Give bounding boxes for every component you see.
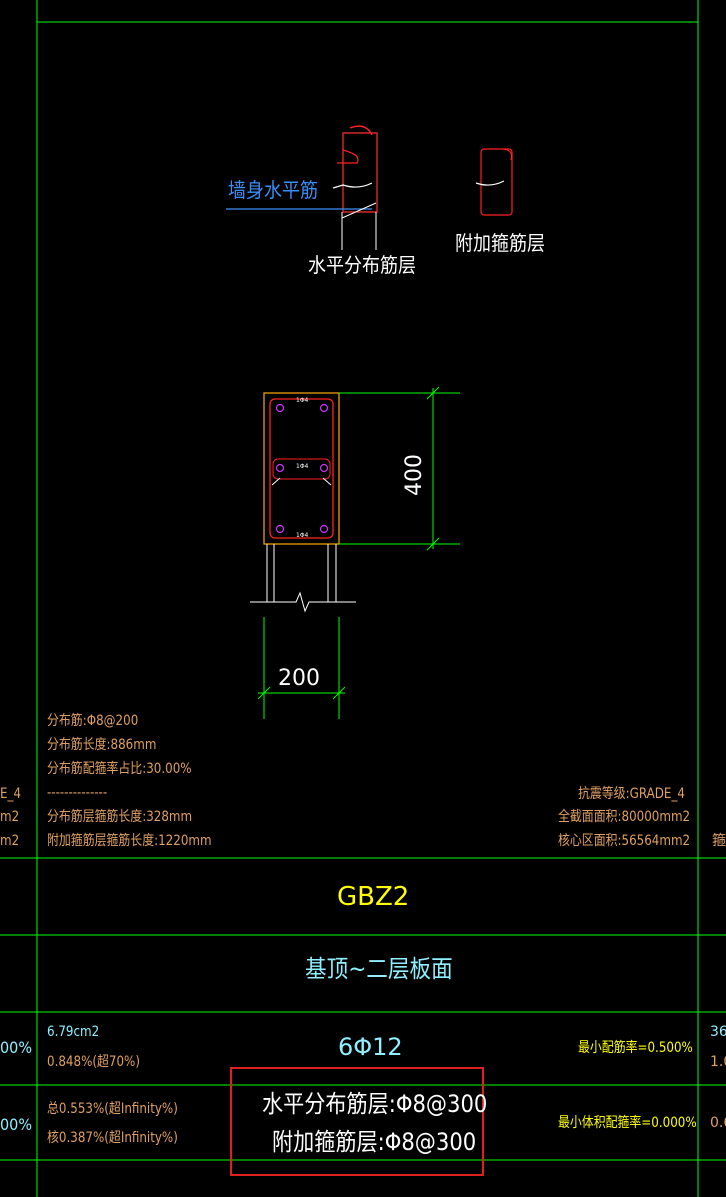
row1-left-fragment: 00% bbox=[0, 1038, 33, 1057]
row2-min-volume-ratio: 最小体积配箍率=0.000% bbox=[558, 1115, 697, 1131]
wall-horizontal-bar-label: 墙身水平筋 bbox=[228, 178, 318, 202]
dim-width bbox=[257, 617, 346, 719]
section-outline bbox=[263, 392, 340, 545]
wall-break bbox=[250, 544, 356, 613]
note-distribution-bar: 分布筋:Φ8@200 bbox=[47, 713, 139, 729]
stirrup-spec-additional-layer: 附加箍筋层:Φ8@300 bbox=[272, 1128, 477, 1156]
row2-left-fragment: 00% bbox=[0, 1115, 33, 1134]
highlight-box bbox=[230, 1067, 484, 1176]
note-separator: -------------- bbox=[47, 785, 108, 801]
floor-range: 基顶~二层板面 bbox=[305, 955, 453, 983]
row1-ratio: 0.848%(超70%) bbox=[47, 1054, 141, 1070]
dim-height-text: 400 bbox=[402, 454, 427, 496]
note-full-section-area: 全截面面积:80000mm2 bbox=[558, 809, 691, 825]
note-layer-stirrup-length: 分布筋层箍筋长度:328mm bbox=[47, 809, 193, 825]
longitudinal-bars bbox=[275, 403, 329, 534]
column-section bbox=[250, 386, 460, 719]
middle-tie bbox=[272, 458, 331, 480]
additional-stirrup-detail bbox=[475, 148, 513, 216]
left-fragment-1: E_4 bbox=[0, 786, 22, 802]
note-distribution-ratio: 分布筋配箍率占比:30.00% bbox=[47, 761, 192, 777]
outer-stirrup bbox=[269, 398, 334, 539]
horizontal-layer-detail bbox=[226, 125, 378, 250]
row1-right-fragment-1: 36 bbox=[710, 1024, 726, 1040]
row1-rebar: 6Φ12 bbox=[338, 1033, 403, 1061]
row1-area: 6.79cm2 bbox=[47, 1024, 100, 1040]
row2-ratio-1: 总0.553%(超Infinity%) bbox=[47, 1101, 178, 1117]
note-core-area: 核心区面积:56564mm2 bbox=[558, 833, 691, 849]
note-distribution-length: 分布筋长度:886mm bbox=[47, 737, 157, 753]
row1-min-ratio: 最小配筋率=0.500% bbox=[578, 1040, 693, 1056]
bar-mark-bottom: 1Φ4 bbox=[296, 532, 309, 539]
dim-height bbox=[339, 386, 460, 551]
additional-stirrup-layer-label: 附加箍筋层 bbox=[455, 231, 545, 255]
dim-width-text: 200 bbox=[278, 666, 320, 691]
bar-mark-middle: 1Φ4 bbox=[296, 463, 309, 470]
component-name: GBZ2 bbox=[337, 882, 410, 912]
left-fragment-3: m2 bbox=[0, 833, 20, 849]
note-additional-stirrup-length: 附加箍筋层箍筋长度:1220mm bbox=[47, 833, 212, 849]
row2-right-fragment: 0.6 bbox=[710, 1115, 726, 1131]
row2-ratio-2: 核0.387%(超Infinity%) bbox=[47, 1130, 178, 1146]
right-fragment: 箍 bbox=[712, 833, 726, 849]
row1-right-fragment-2: 1.0 bbox=[710, 1054, 726, 1070]
left-fragment-2: m2 bbox=[0, 809, 20, 825]
note-seismic-grade: 抗震等级:GRADE_4 bbox=[578, 786, 685, 802]
stirrup-spec-horizontal-layer: 水平分布筋层:Φ8@300 bbox=[262, 1090, 488, 1118]
horizontal-layer-label: 水平分布筋层 bbox=[308, 253, 416, 277]
bar-mark-top: 1Φ4 bbox=[296, 397, 309, 404]
